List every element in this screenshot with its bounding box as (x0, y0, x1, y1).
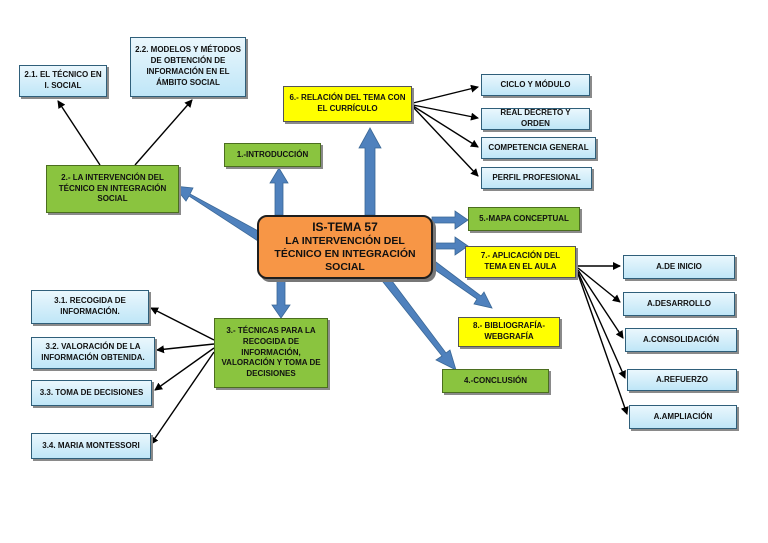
node-intervencion-tecnico[interactable]: 2.- LA INTERVENCIÓN DEL TÉCNICO EN INTEG… (46, 165, 179, 213)
arrow-to-1 (269, 167, 289, 216)
node-ciclo-modulo[interactable]: CICLO Y MÓDULO (481, 74, 590, 96)
central-topic[interactable]: IS-TEMA 57 LA INTERVENCIÓN DEL TÉCNICO E… (257, 215, 433, 279)
node-a-desarrollo[interactable]: A.DESARROLLO (623, 292, 735, 316)
central-subtitle: LA INTERVENCIÓN DEL TÉCNICO EN INTEGRACI… (274, 234, 416, 274)
arrow-to-7 (431, 236, 469, 256)
arrow-3-to-3 (154, 347, 215, 391)
node-modelos-metodos[interactable]: 2.2. MODELOS Y MÉTODOS DE OBTENCIÓN DE I… (130, 37, 246, 97)
node-maria-montessori[interactable]: 3.4. MARIA MONTESSORI (31, 433, 151, 459)
central-title: IS-TEMA 57 (312, 219, 378, 234)
node-tecnicas-recogida[interactable]: 3.- TÉCNICAS PARA LA RECOGIDA DE INFORMA… (214, 318, 328, 388)
arrow-to-5 (431, 210, 469, 230)
node-aplicacion-aula[interactable]: 7.- APLICACIÓN DEL TEMA EN EL AULA (465, 246, 576, 278)
arrow-to-3 (271, 279, 291, 319)
node-conclusion[interactable]: 4.-CONCLUSIÓN (442, 369, 549, 393)
node-toma-decisiones[interactable]: 3.3. TOMA DE DECISIONES (31, 380, 152, 406)
arrow-to-2 (173, 185, 263, 242)
node-a-consolidacion[interactable]: A.CONSOLIDACIÓN (625, 328, 737, 352)
arrow-7-to-b (577, 267, 621, 303)
arrow-3-to-4 (150, 351, 215, 445)
node-bibliografia[interactable]: 8.- BIBLIOGRAFÍA-WEBGRAFÍA (458, 317, 560, 347)
arrow-3-to-1 (150, 307, 215, 341)
arrow-6-to-b (412, 104, 479, 121)
main-arrows (173, 127, 493, 371)
arrow-to-4 (382, 276, 457, 371)
arrow-to-8 (427, 258, 493, 309)
sub-arrows (57, 84, 629, 445)
arrow-7-to-d (577, 271, 626, 379)
arrow-7-to-e (577, 273, 629, 415)
node-real-decreto[interactable]: REAL DECRETO Y ORDEN (481, 108, 590, 130)
node-introduccion[interactable]: 1.-INTRODUCCIÓN (224, 143, 321, 167)
arrow-to-6 (358, 127, 382, 216)
node-a-refuerzo[interactable]: A.REFUERZO (627, 369, 737, 391)
node-a-ampliacion[interactable]: A.AMPLIACIÓN (629, 405, 737, 429)
node-valoracion-informacion[interactable]: 3.2. VALORACIÓN DE LA INFORMACIÓN OBTENI… (31, 337, 155, 369)
arrow-3-to-2 (156, 343, 215, 354)
node-relacion-curriculo[interactable]: 6.- RELACIÓN DEL TEMA CON EL CURRÍCULO (283, 86, 412, 122)
node-recogida-informacion[interactable]: 3.1. RECOGIDA DE INFORMACIÓN. (31, 290, 149, 324)
arrow-6-to-a (412, 84, 479, 104)
node-perfil-profesional[interactable]: PERFIL PROFESIONAL (481, 167, 592, 189)
arrow-2-to-2-2 (134, 99, 193, 166)
arrow-6-to-c (412, 105, 479, 148)
arrow-7-to-c (577, 269, 624, 339)
arrow-2-to-2-1 (57, 100, 101, 166)
node-mapa-conceptual[interactable]: 5.-MAPA CONCEPTUAL (468, 207, 580, 231)
node-competencia-general[interactable]: COMPETENCIA GENERAL (481, 137, 596, 159)
node-a-inicio[interactable]: A.DE INICIO (623, 255, 735, 279)
node-tecnico-i-social[interactable]: 2.1. EL TÉCNICO EN I. SOCIAL (19, 65, 107, 97)
arrow-6-to-d (412, 106, 479, 177)
